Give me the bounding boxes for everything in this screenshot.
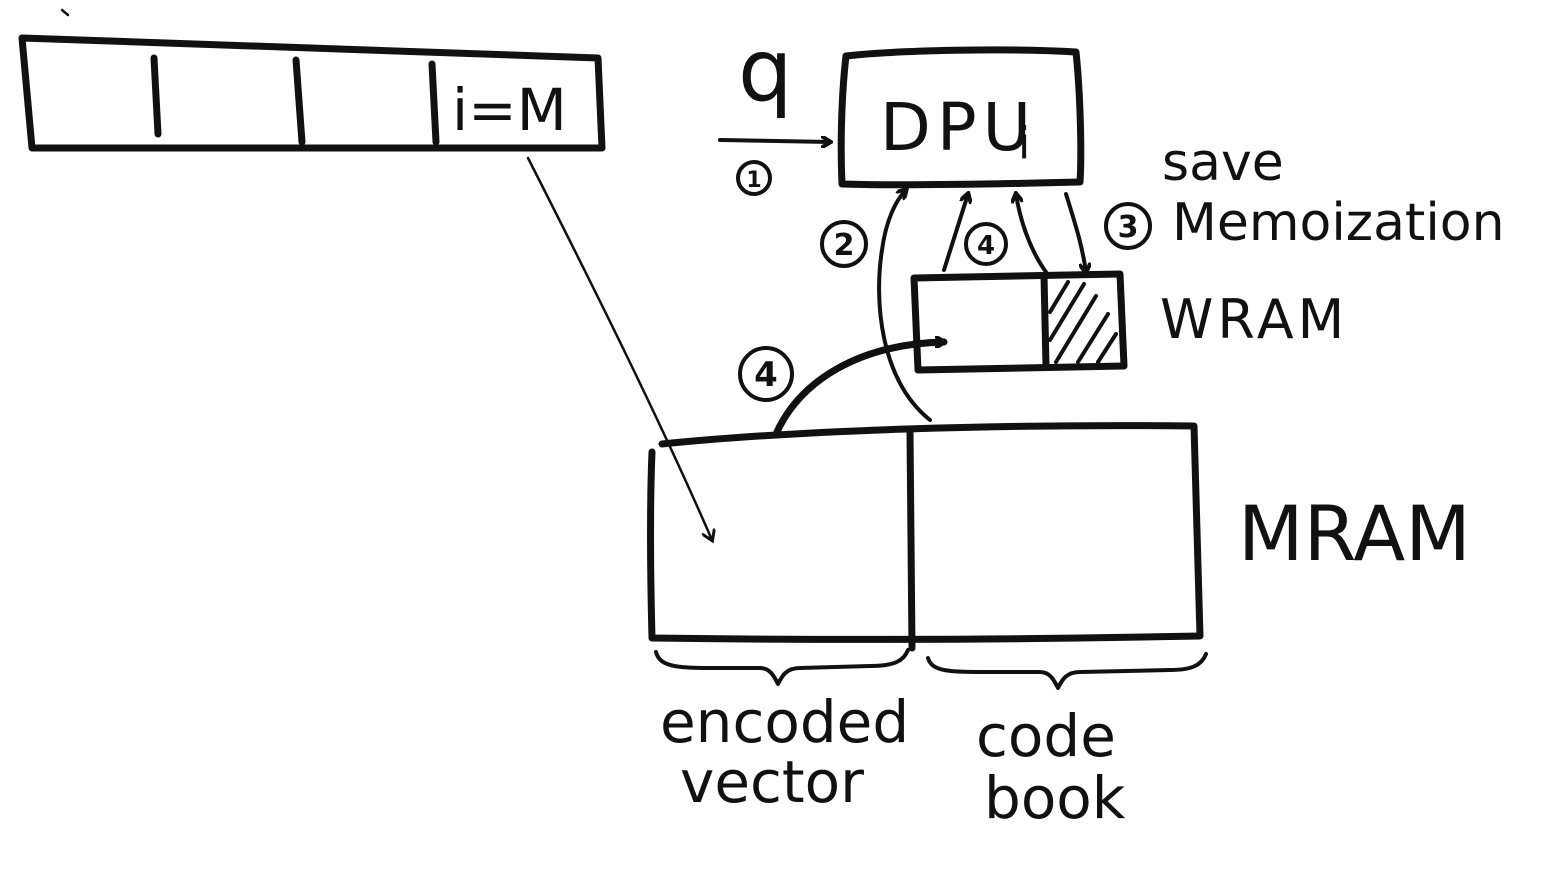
dpu-box: DPU i	[837, 46, 1085, 189]
wram-memo-hatching	[1048, 280, 1118, 364]
query-arrow	[718, 140, 830, 142]
svg-text:4: 4	[977, 231, 995, 261]
save-label: save	[1162, 133, 1284, 193]
array-index-label: i=M	[452, 76, 567, 144]
wram-label: WRAM	[1160, 288, 1348, 351]
mram-divider	[906, 428, 916, 652]
encoded-label: encoded	[660, 688, 909, 756]
mram-outline	[647, 422, 1204, 643]
index-array: i=M	[18, 34, 606, 152]
array-divider-3	[428, 60, 440, 146]
query-label: q	[738, 21, 793, 121]
book-label: book	[984, 764, 1126, 832]
dpu-outline	[837, 46, 1085, 189]
step-4-up-arrow-left	[942, 194, 968, 272]
step-4-top-badge: 4	[964, 222, 1008, 266]
svg-text:3: 3	[1118, 210, 1139, 245]
array-to-encoded-arrow	[526, 156, 712, 540]
codebook-brace	[926, 652, 1208, 690]
svg-text:2: 2	[834, 228, 855, 263]
step-4-encoded-to-wram-arrow	[772, 342, 948, 438]
step-3-badge: 3	[1104, 202, 1152, 250]
step-1-badge: 1	[736, 160, 772, 196]
wram-outline	[910, 270, 1128, 374]
step-3-arrow	[1064, 192, 1086, 272]
wram-divider	[1040, 272, 1050, 370]
dpu-subscript: i	[1018, 118, 1030, 169]
wram-box	[910, 270, 1128, 374]
dpu-label: DPU	[880, 89, 1037, 166]
svg-text:4: 4	[754, 355, 778, 395]
encoded-brace	[654, 648, 910, 686]
step-2-badge: 2	[820, 220, 868, 268]
array-divider-2	[292, 56, 306, 146]
step-2-arrow	[877, 190, 932, 422]
step-4-left-badge: 4	[738, 346, 794, 402]
array-outline	[18, 34, 606, 152]
memoization-label: Memoization	[1172, 193, 1505, 253]
code-label: code	[976, 702, 1116, 770]
mram-label: MRAM	[1238, 489, 1471, 578]
vector-label: vector	[680, 748, 864, 816]
array-divider-1	[150, 54, 162, 138]
step-4-up-arrow-right	[1016, 194, 1048, 274]
stray-mark	[60, 8, 70, 17]
svg-text:1: 1	[746, 168, 761, 193]
mram-box	[647, 422, 1204, 652]
